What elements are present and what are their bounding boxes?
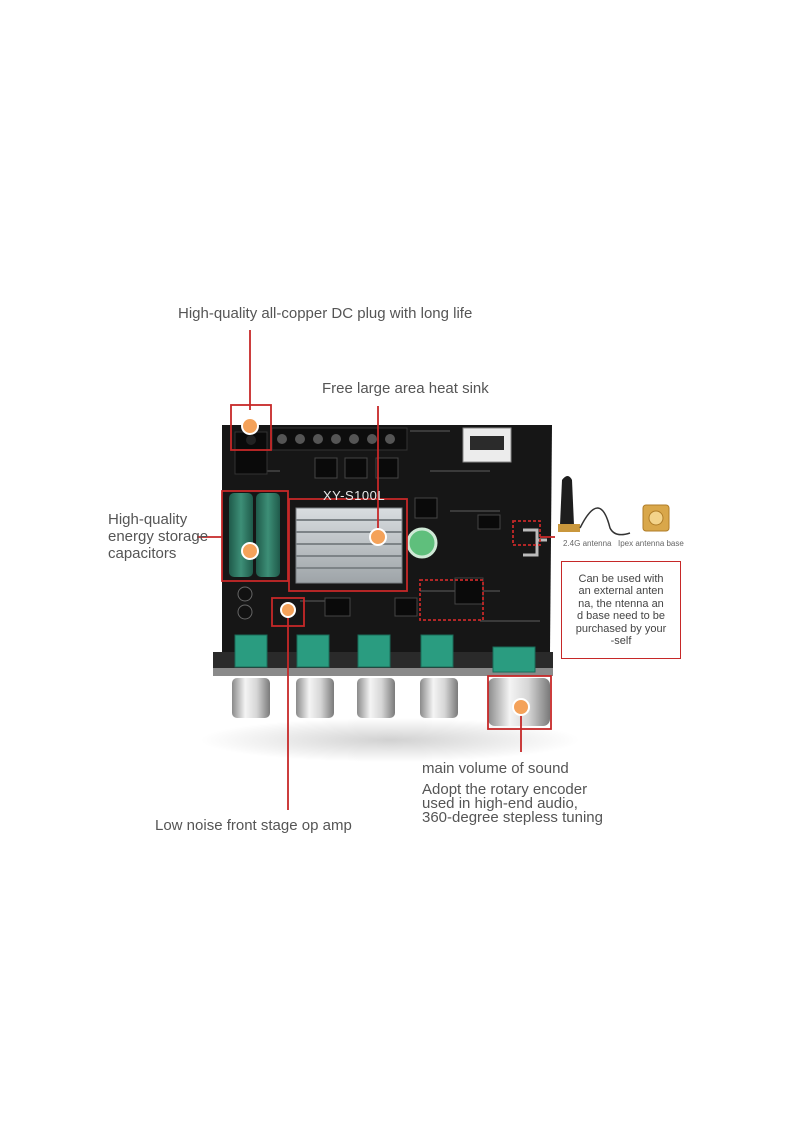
capacitor-callout-line-3: capacitors bbox=[108, 545, 177, 562]
volume-title-callout: main volume of sound bbox=[422, 760, 569, 777]
volume-desc-line-1: Adopt the rotary encoder bbox=[422, 781, 588, 798]
dc-jack bbox=[234, 431, 268, 475]
dc-plug-callout: High-quality all-copper DC plug with lon… bbox=[178, 305, 473, 322]
antenna-base bbox=[642, 504, 670, 532]
capacitor-callout-line-2: energy storage bbox=[108, 528, 209, 545]
antenna-note-box: Can be used with an external anten na, t… bbox=[561, 561, 681, 659]
board-shadow bbox=[200, 718, 580, 762]
callout-markers bbox=[241, 417, 530, 716]
potentiometer-bodies bbox=[234, 634, 536, 673]
small-capacitors bbox=[237, 586, 253, 620]
antenna-note-line-6: -self bbox=[610, 635, 632, 647]
antenna-base-label: Ipex antenna base bbox=[618, 539, 684, 548]
heat-sink bbox=[295, 507, 403, 584]
volume-desc-line-2: used in high-end audio, bbox=[422, 795, 578, 812]
external-antenna bbox=[558, 476, 631, 536]
board-model-label: XY-S100L bbox=[323, 488, 386, 503]
small-ics bbox=[314, 457, 501, 617]
antenna-note-line-3: na, the ntenna an bbox=[578, 597, 664, 610]
antenna-note-line-2: an external anten bbox=[578, 585, 664, 597]
antenna-note-line-5: purchased by your bbox=[575, 622, 667, 635]
pcb-antenna bbox=[523, 528, 547, 557]
antenna-note-line-1: Can be used with bbox=[578, 572, 664, 585]
antenna-label: 2.4G antenna bbox=[563, 539, 612, 548]
antenna-note-line-4: d base need to be bbox=[576, 610, 666, 622]
capacitor-callout-line-1: High-quality bbox=[108, 511, 188, 528]
terminal-block bbox=[271, 427, 408, 451]
round-capacitor bbox=[406, 527, 438, 559]
volume-desc-line-3: 360-degree stepless tuning bbox=[422, 809, 603, 826]
callout-boxes bbox=[221, 404, 552, 730]
heat-sink-callout: Free large area heat sink bbox=[322, 380, 489, 397]
op-amp-callout: Low noise front stage op amp bbox=[155, 817, 352, 834]
leader-lines bbox=[197, 330, 555, 810]
